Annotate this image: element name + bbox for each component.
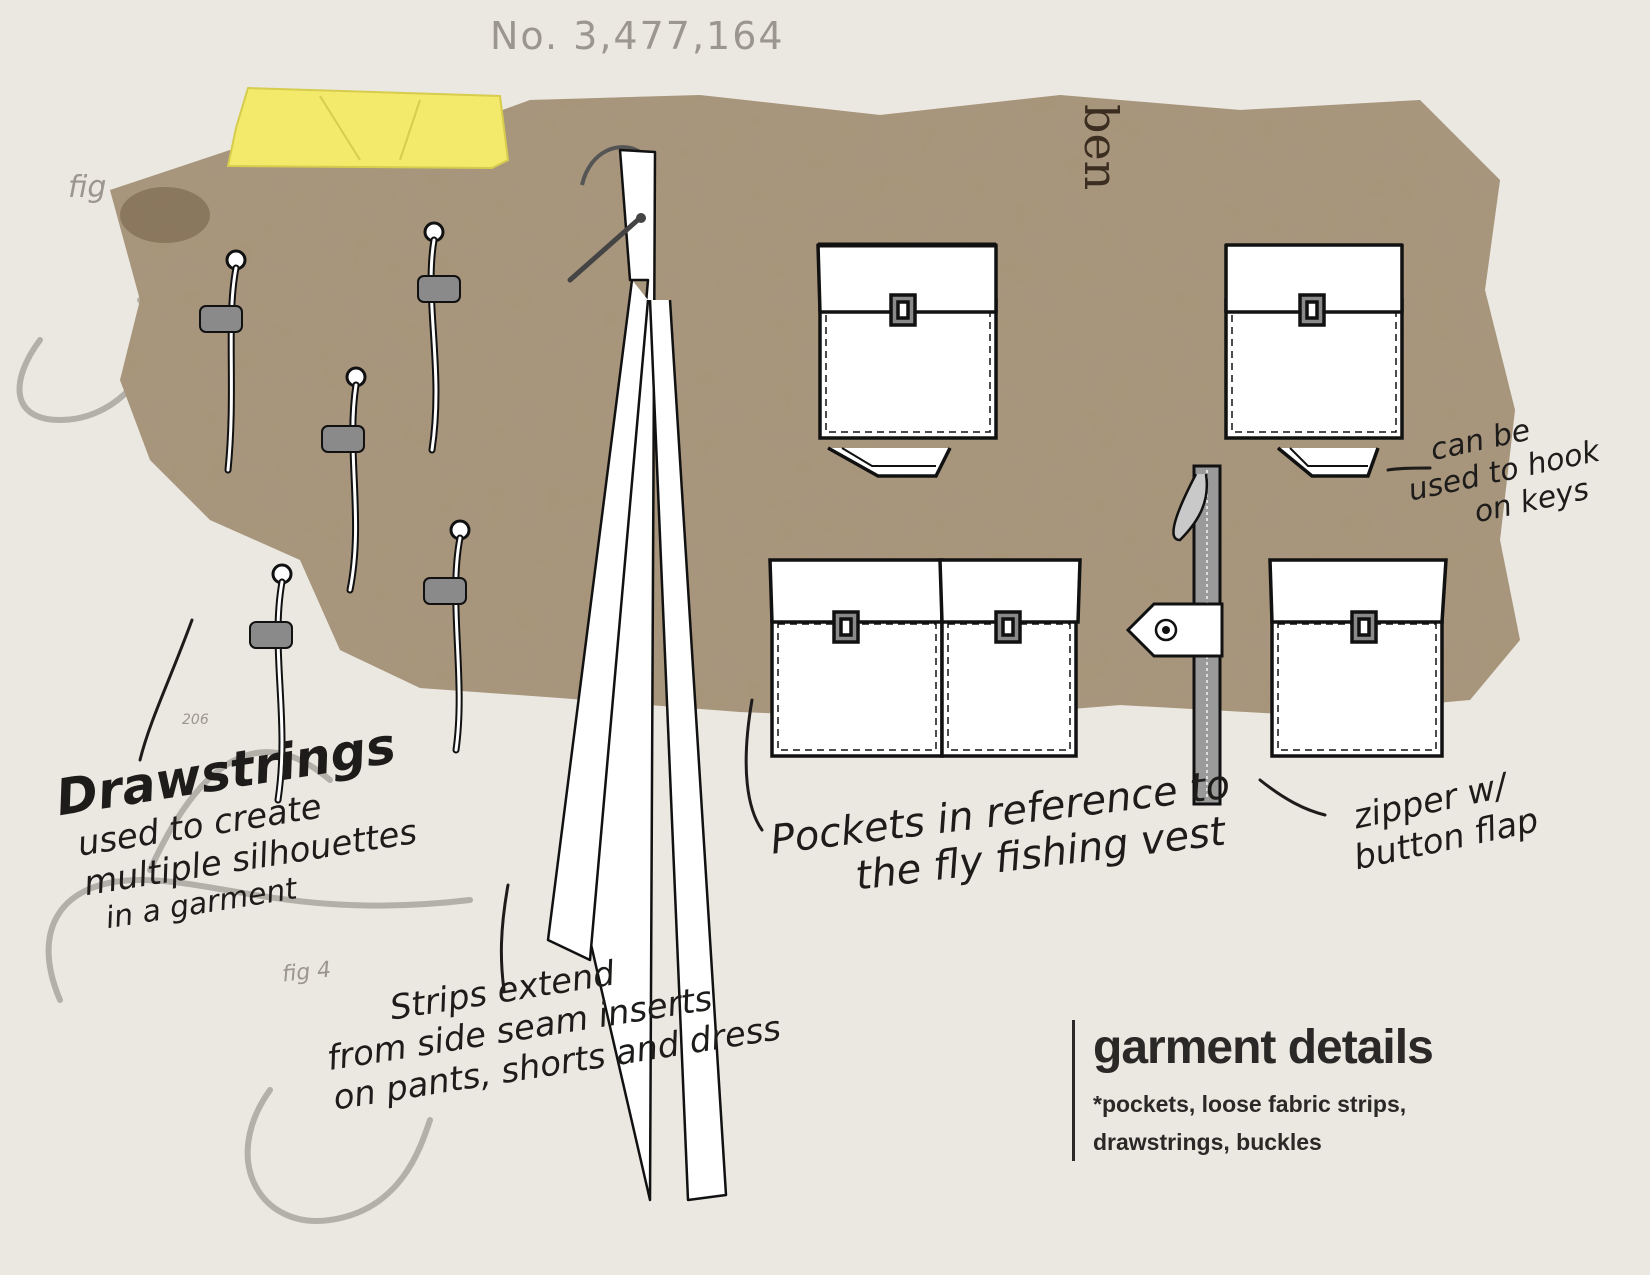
kraft-paper [110, 95, 1520, 720]
title-block: garment details *pockets, loose fabric s… [1072, 1020, 1434, 1161]
cord-stopper-icon [423, 577, 467, 605]
background-mark: fig 4 [280, 957, 333, 988]
background-mark: fig [68, 170, 107, 205]
cord-stopper-icon [249, 621, 293, 649]
title-subtitle-line: *pockets, loose fabric strips, [1093, 1091, 1407, 1117]
background-mark: 206 [182, 712, 209, 728]
drawstring-cord-icon [249, 563, 293, 804]
page-title: garment details [1093, 1021, 1434, 1074]
button-flap-icon [1125, 602, 1224, 658]
annotation-leader-lines [138, 466, 1432, 992]
zipper-icon [1125, 464, 1224, 806]
pocket-icon [816, 242, 998, 478]
paper-fragment-text: ben [1074, 104, 1128, 191]
drawstring-cord-icon [423, 519, 471, 754]
patent-number: No. 3,477,164 [490, 14, 785, 58]
safety-pin-icon [567, 215, 643, 283]
pocket-icon [1268, 558, 1448, 758]
drawstring-cord-icon [417, 221, 461, 454]
pocket-icon [938, 558, 1082, 758]
title-subtitle-line: drawstrings, buckles [1093, 1129, 1322, 1155]
pocket-icon [768, 558, 944, 758]
cord-stopper-icon [321, 425, 365, 453]
pocket-group [768, 242, 1448, 758]
fish-hook-icon [580, 145, 642, 186]
fabric-strip-group [546, 145, 728, 1202]
drawstring-group [199, 221, 471, 804]
sticky-note [226, 86, 510, 170]
cord-stopper-icon [417, 275, 461, 303]
pocket-icon [1224, 243, 1404, 478]
drawstring-cord-icon [321, 366, 367, 594]
cord-stopper-icon [199, 305, 243, 333]
drawstring-cord-icon [199, 249, 247, 474]
